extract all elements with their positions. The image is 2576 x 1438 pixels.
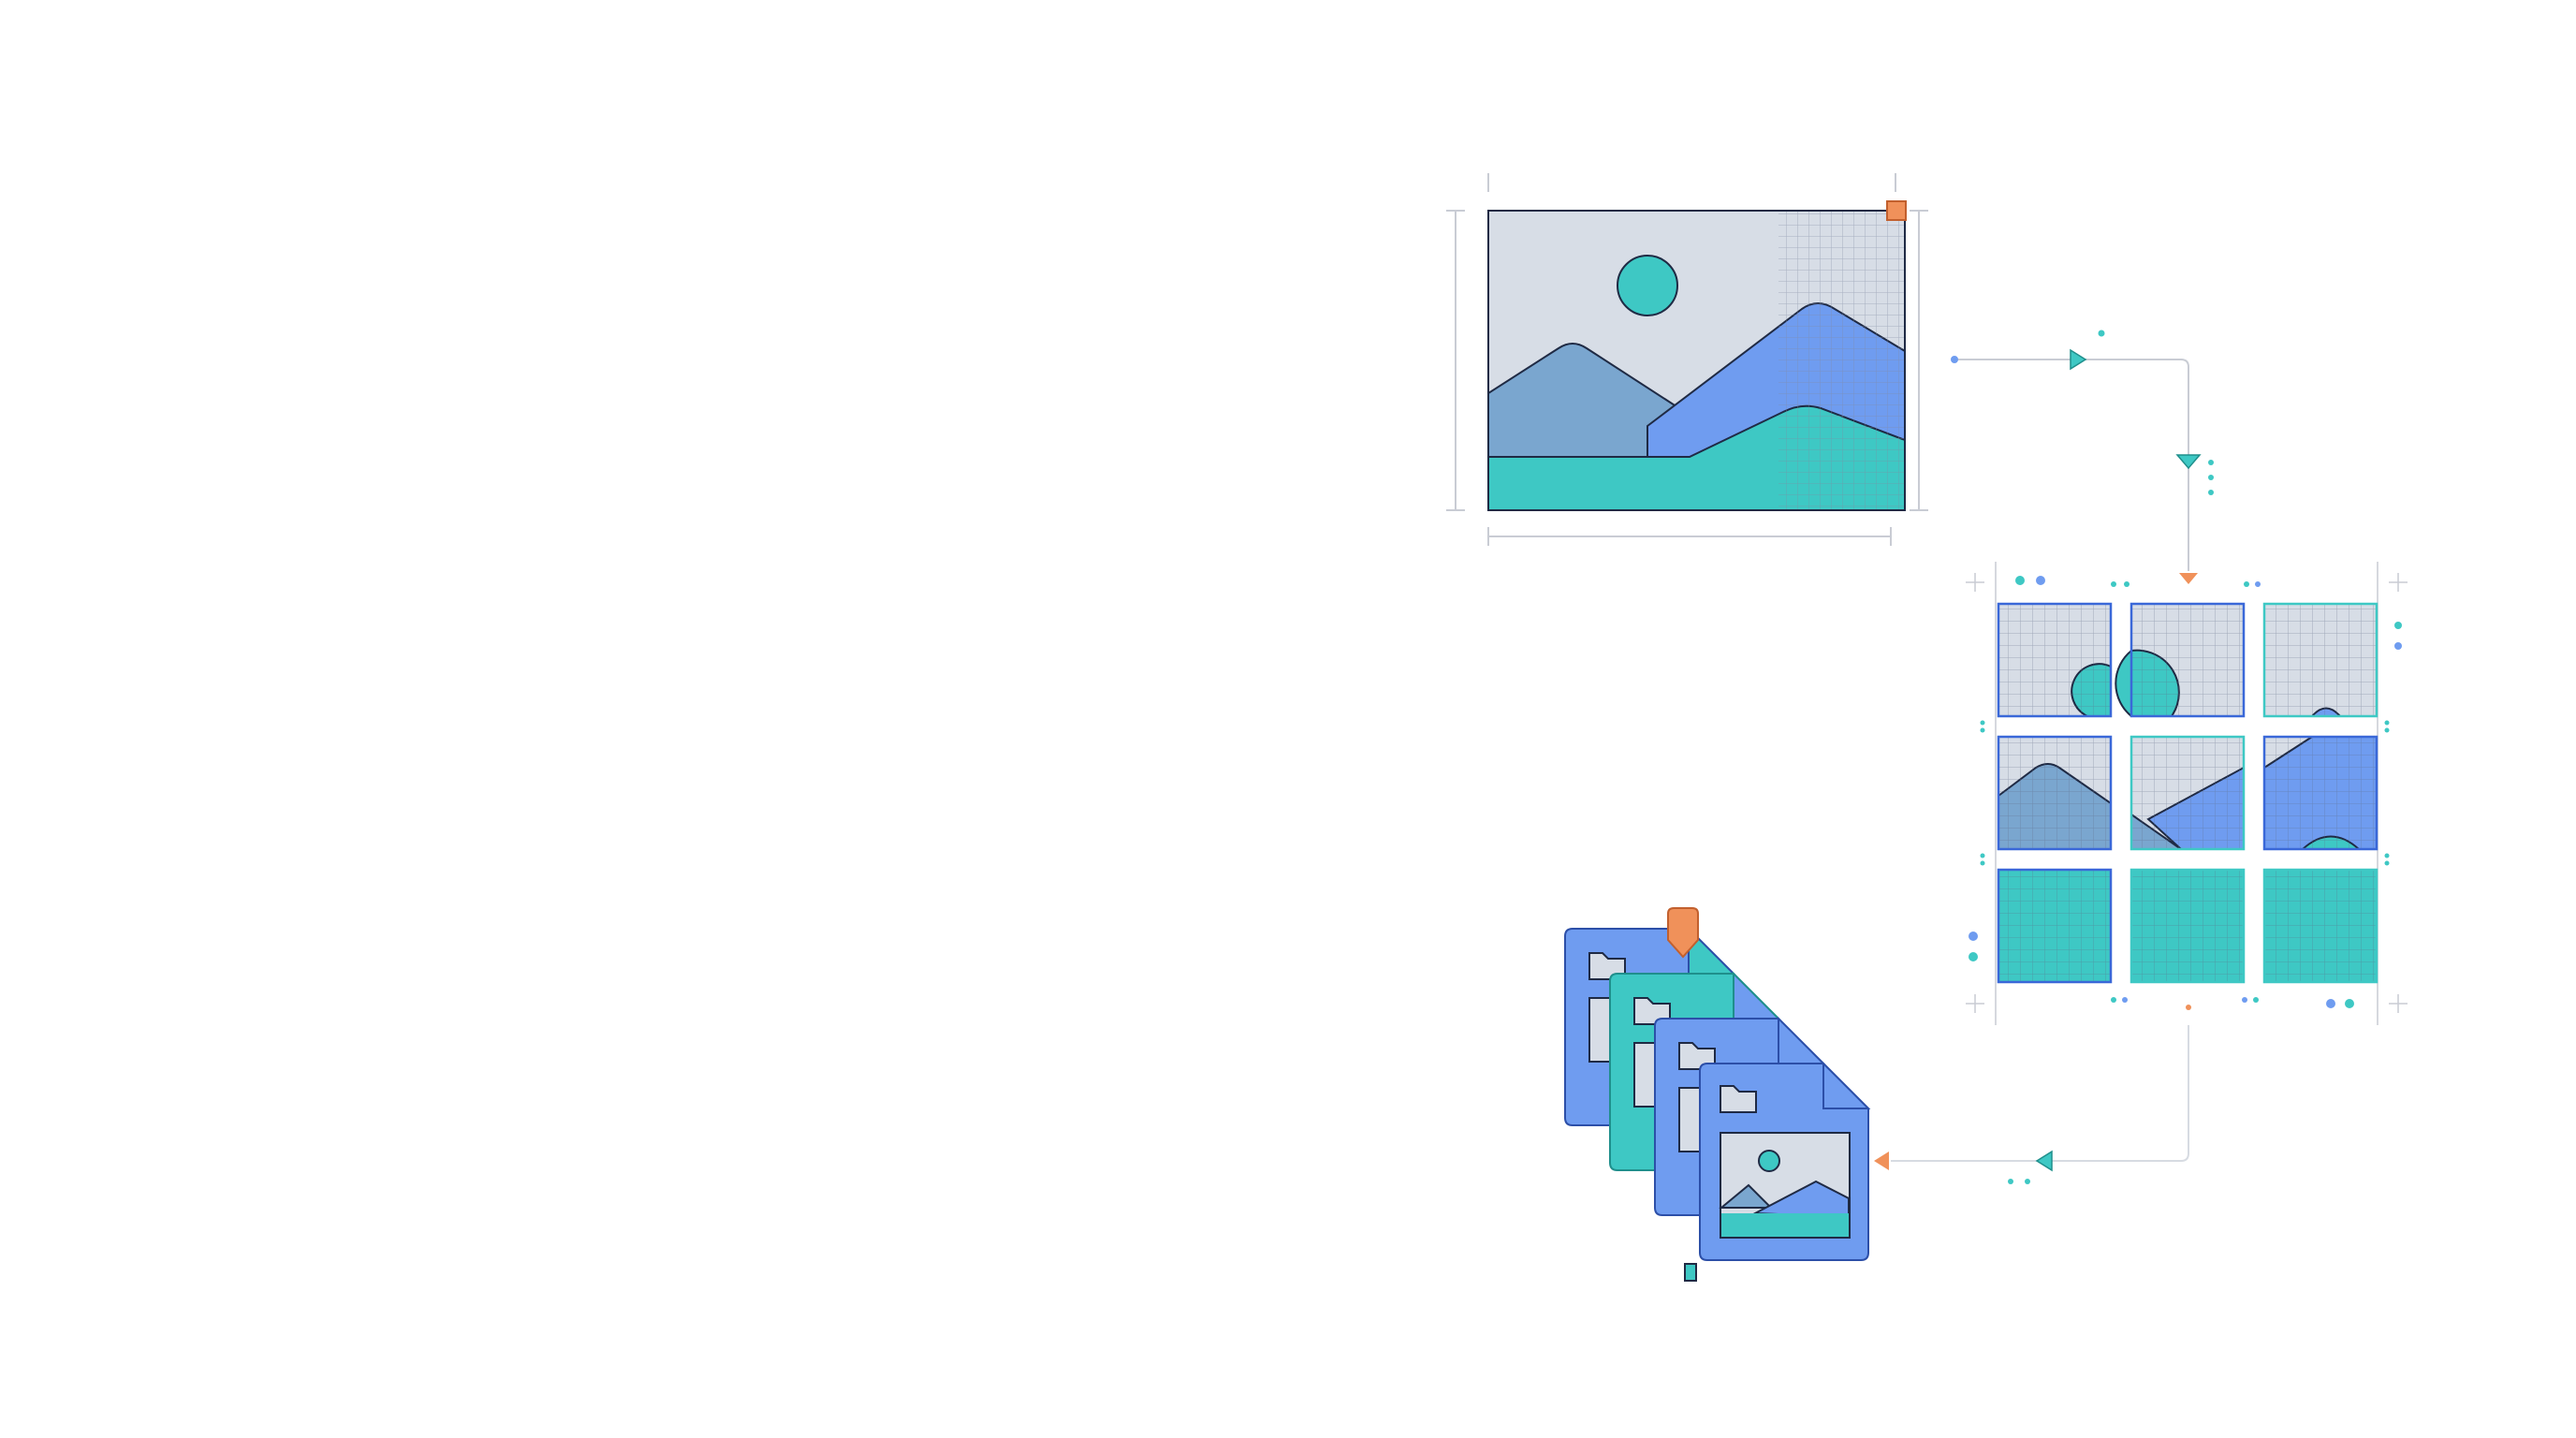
file-icon-4 (1699, 1061, 1871, 1261)
tile-2-3 (2262, 735, 2378, 851)
tile-1-1 (1997, 602, 2113, 718)
image-file-stack-icon (1564, 907, 1871, 1282)
flow-arrow-split (1951, 330, 2214, 584)
tile-1-2 (2115, 602, 2246, 718)
pin-marker-icon (1667, 907, 1699, 959)
landscape-image-icon (1488, 211, 1905, 510)
tile-1-3 (2262, 602, 2378, 718)
image-thumbnail-icon (1719, 1132, 1851, 1239)
tile-2-1 (1997, 735, 2113, 851)
tile-grid (1966, 562, 2408, 1025)
flow-arrow-export (1874, 1025, 2189, 1184)
tile-3-2 (2130, 868, 2246, 984)
corner-handle (1886, 200, 1907, 221)
source-image (1446, 173, 1928, 546)
dimension-guides (1446, 173, 1928, 546)
decorative-dots (1969, 576, 2402, 1010)
tile-3-1 (1997, 868, 2113, 984)
tile-2-2 (2130, 735, 2246, 851)
small-file-icon (1684, 1263, 1697, 1282)
tile-3-3 (2262, 868, 2378, 984)
